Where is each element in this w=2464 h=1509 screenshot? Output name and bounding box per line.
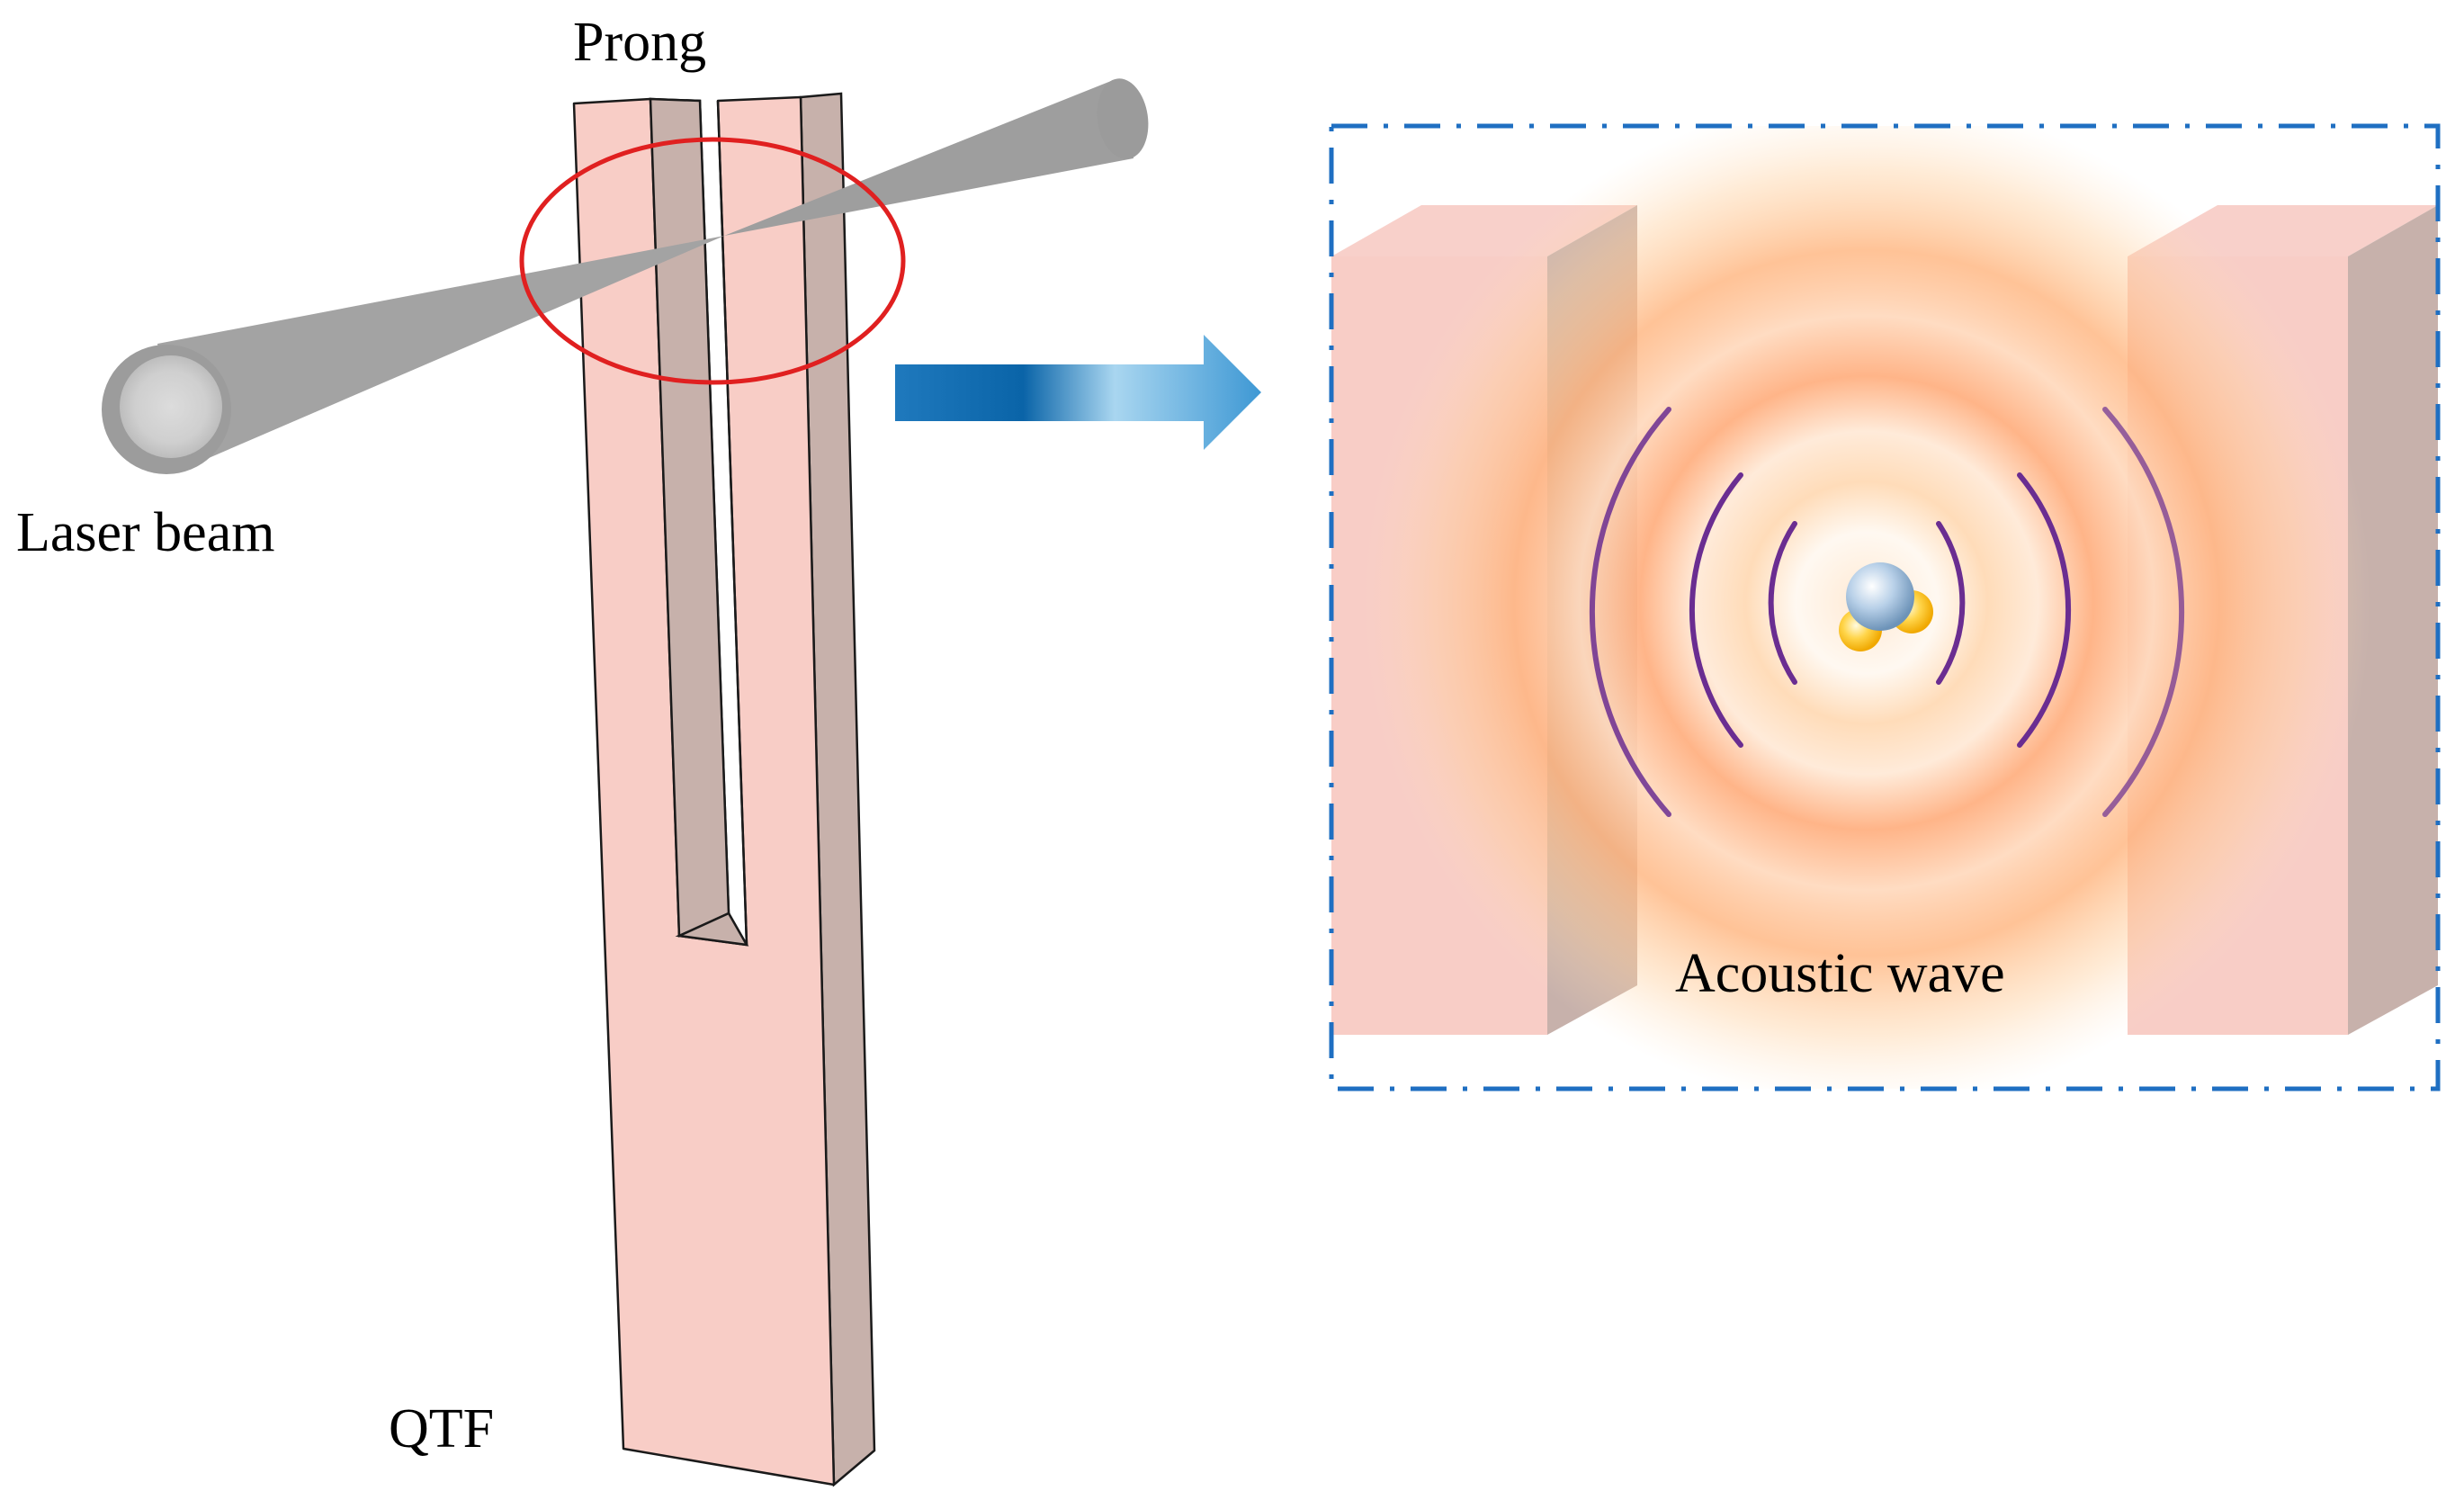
acoustic-wave-arcs [1589,407,2185,817]
label-laser-beam: Laser beam [16,502,274,563]
zoom-inset [1329,123,2441,1091]
focus-region-circle [519,137,906,385]
inset-border [1329,123,2441,1091]
label-prong: Prong [573,12,706,73]
label-acoustic-wave: Acoustic wave [1675,943,2005,1004]
laser-beam [102,78,1149,474]
inset-right-prong-side [2348,205,2438,1035]
zoom-arrow [895,335,1261,450]
gas-molecule [1839,562,1933,651]
label-qtf: QTF [389,1398,494,1460]
quartz-tuning-fork [572,92,876,1487]
